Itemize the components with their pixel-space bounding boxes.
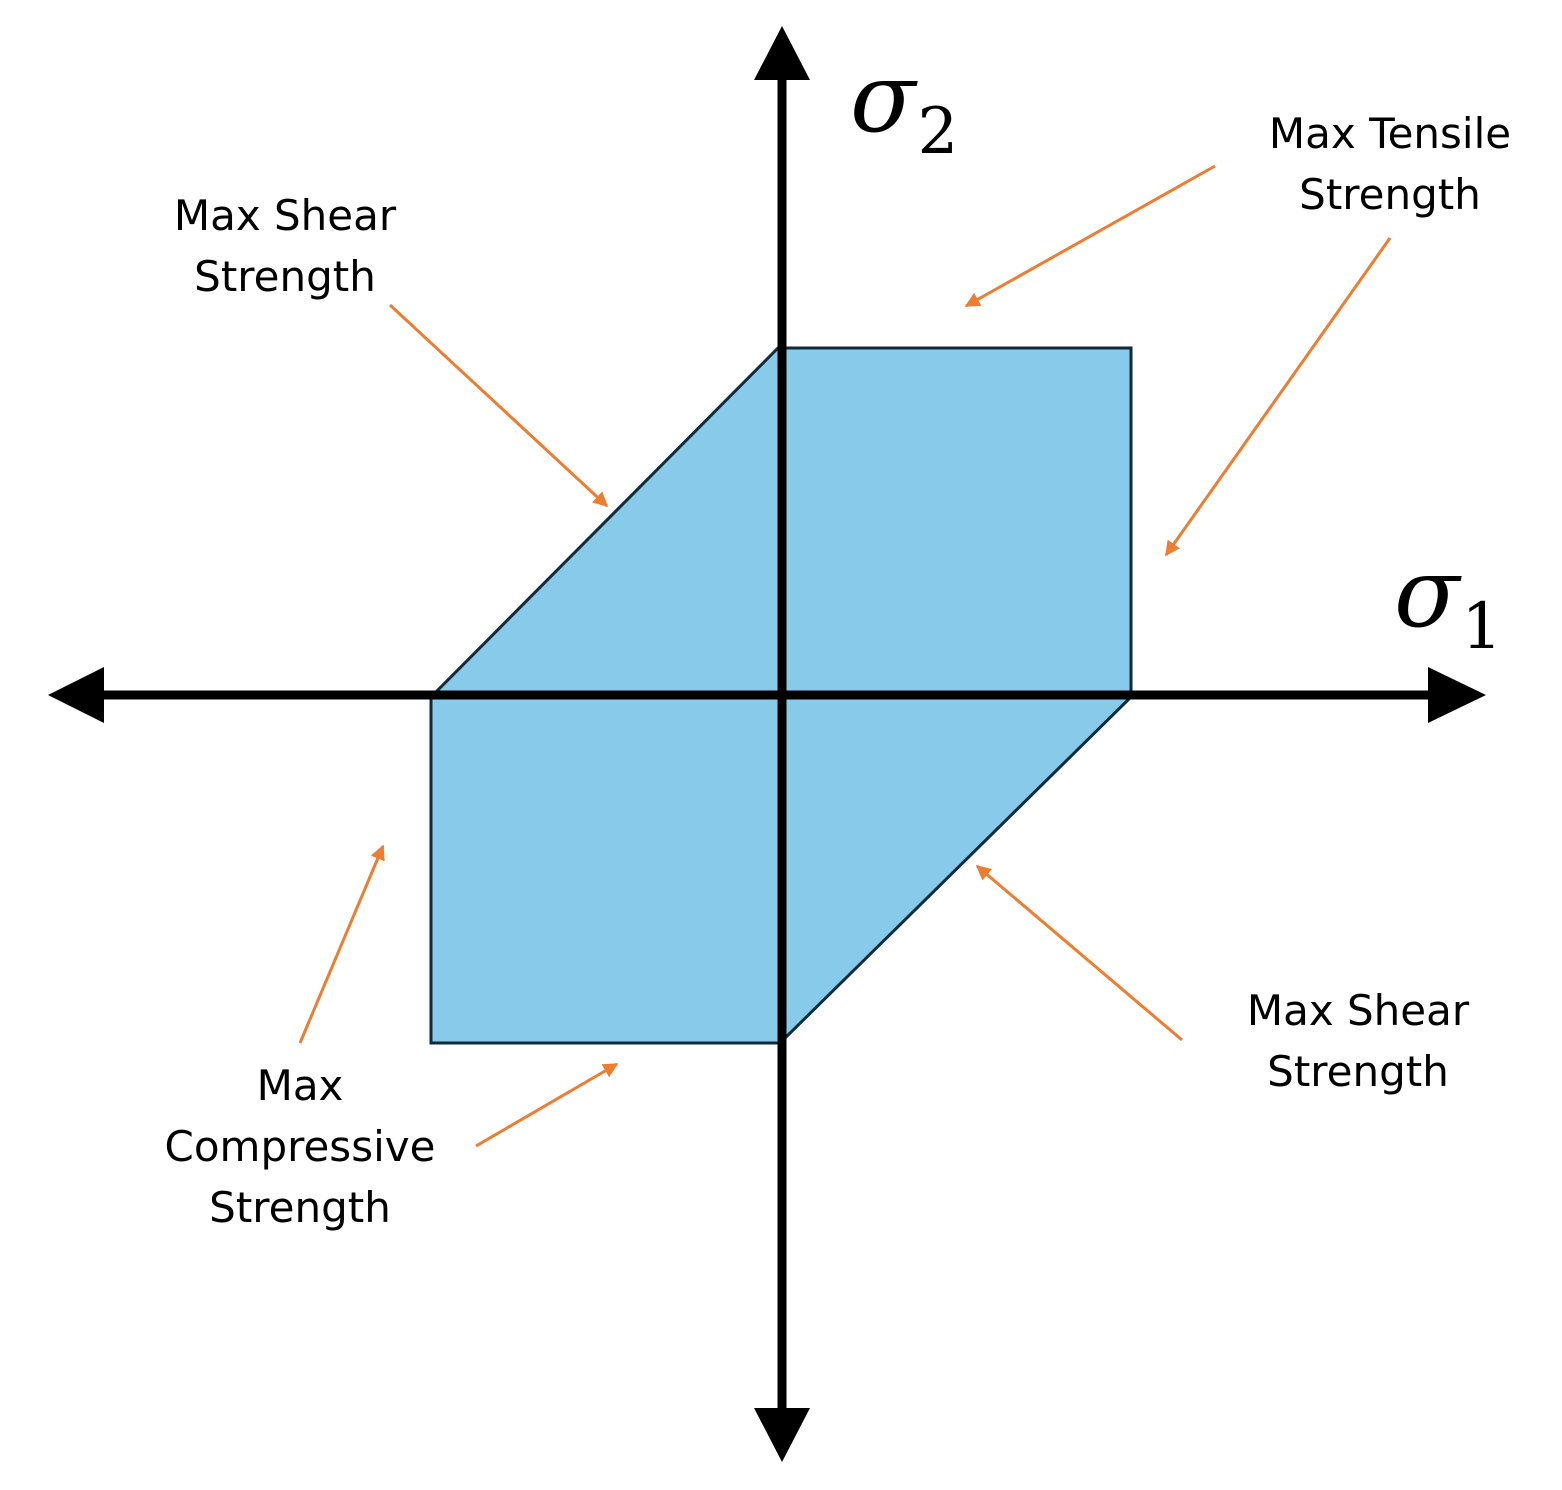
max-shear-bottom-label: Max Shear Strength [1208, 980, 1508, 1102]
max-shear-top-label: Max Shear Strength [135, 185, 435, 307]
max-shear-bottom-pointer [975, 864, 1183, 1042]
max-compressive-pointer-up [298, 844, 385, 1044]
max-tensile-line-2: Strength [1299, 170, 1481, 219]
sigma2-symbol: σ [850, 42, 916, 154]
sigma2-axis-top-arrowhead [754, 26, 810, 80]
max-tensile-pointer-right [1164, 237, 1392, 557]
max-compressive-label: Max Compressive Strength [135, 1055, 465, 1238]
sigma1-symbol: σ [1394, 537, 1460, 649]
sigma2-axis-bottom-arrowhead [754, 1408, 810, 1462]
sigma2-subscript: 2 [917, 95, 959, 169]
max-compressive-pointer-right [475, 1062, 619, 1148]
sigma1-axis [48, 667, 1486, 723]
sigma1-label: σ1 [1394, 545, 1502, 664]
max-compressive-line-2: Compressive [164, 1122, 436, 1171]
max-tensile-label: Max Tensile Strength [1240, 103, 1540, 225]
max-shear-bottom-line-1: Max Shear [1246, 986, 1470, 1035]
pointer-arrows [298, 164, 1392, 1148]
max-shear-bottom-line-2: Strength [1267, 1047, 1449, 1096]
sigma1-subscript: 1 [1461, 590, 1503, 664]
max-tensile-line-1: Max Tensile [1268, 109, 1512, 158]
max-tensile-pointer-top [964, 164, 1216, 308]
sigma1-axis-left-arrowhead [48, 667, 104, 723]
sigma1-axis-right-arrowhead [1428, 667, 1486, 723]
max-shear-top-line-1: Max Shear [173, 191, 397, 240]
max-shear-top-line-2: Strength [194, 252, 376, 301]
max-compressive-line-3: Strength [209, 1183, 391, 1232]
sigma2-axis [754, 26, 810, 1462]
sigma2-label: σ2 [850, 50, 958, 169]
max-shear-top-pointer [388, 303, 609, 508]
max-compressive-line-1: Max [256, 1061, 344, 1110]
